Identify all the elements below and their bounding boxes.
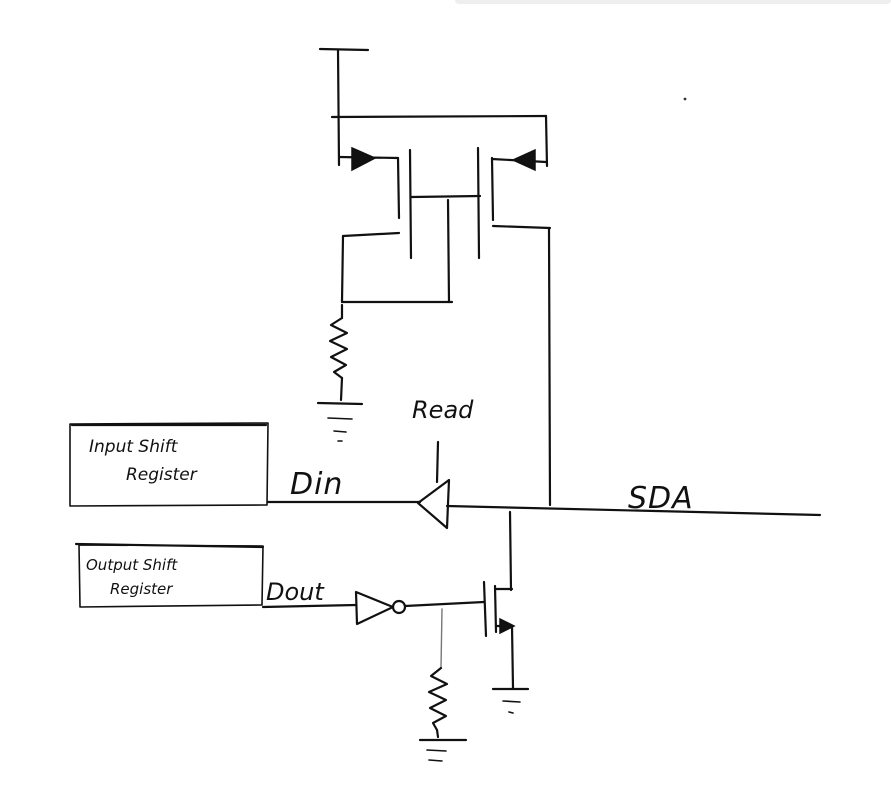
din-label: Din <box>290 467 343 502</box>
right-pmos-arrow-icon <box>511 148 536 172</box>
nmos-arrow-icon <box>499 617 516 635</box>
mirror-resistor <box>316 303 364 442</box>
stray-dot <box>683 97 687 101</box>
sda-label: SDA <box>628 481 694 516</box>
read-buffer: Read <box>412 396 474 530</box>
output-register-label-line2: Register <box>110 580 173 598</box>
output-register-label-line1: Output Shift <box>86 556 178 574</box>
dout-label: Dout <box>266 578 325 606</box>
sda-bus: SDA <box>445 481 822 517</box>
input-shift-register: Input Shift Register <box>69 422 269 507</box>
left-pmos-arrow-icon <box>351 146 377 172</box>
current-mirror <box>330 114 552 507</box>
input-register-label-line1: Input Shift <box>89 437 179 457</box>
read-label: Read <box>412 396 474 424</box>
open-drain-nmos <box>482 510 530 714</box>
window-edge-shadow <box>455 0 891 4</box>
vdd-supply <box>318 47 370 167</box>
output-shift-register: Output Shift Register <box>74 542 265 608</box>
input-register-label-line2: Register <box>126 465 198 485</box>
gate-resistor <box>418 608 468 762</box>
output-inverter <box>261 590 486 626</box>
